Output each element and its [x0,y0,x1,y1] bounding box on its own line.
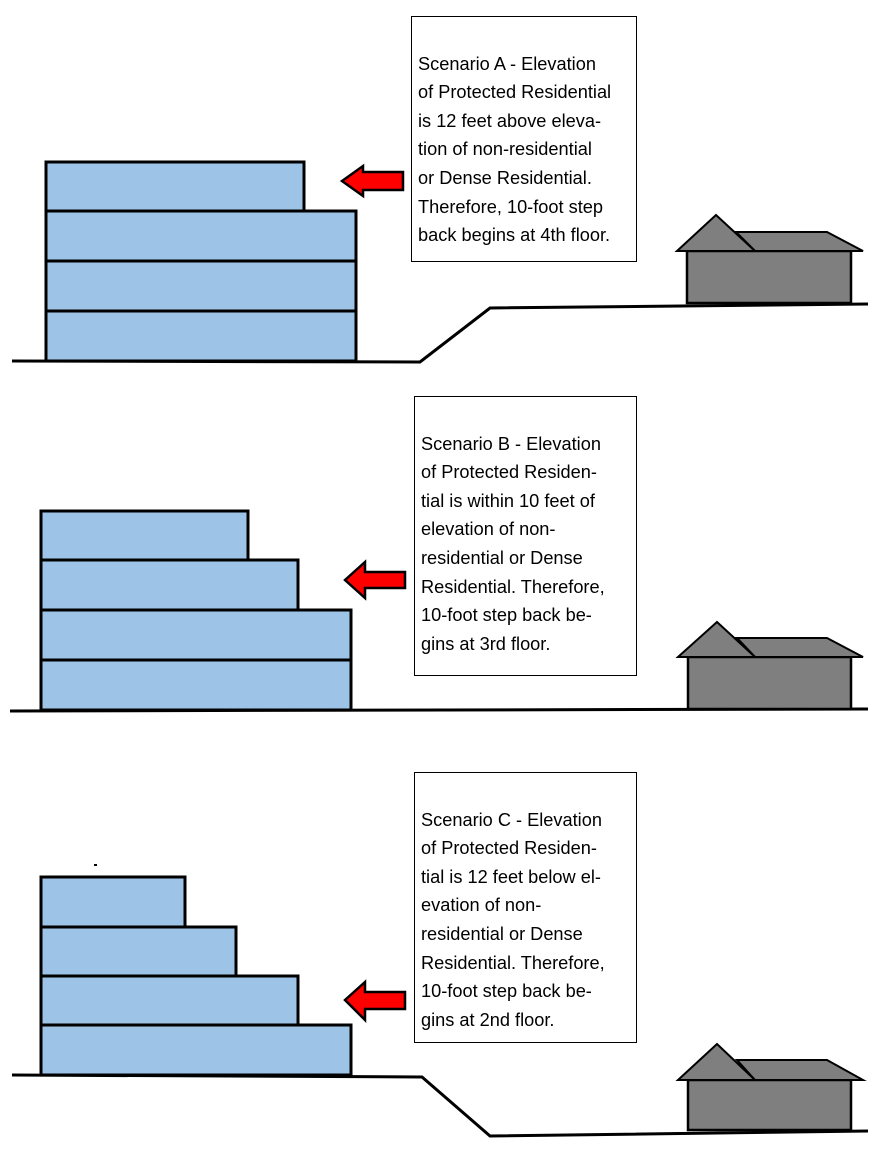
scenario-b-note: Scenario B - Elevation of Protected Resi… [414,396,637,676]
scenario-c [11,864,869,1138]
floor-3 [44,209,358,263]
house-icon [674,213,864,305]
building-icon [39,875,353,1077]
house-icon [675,620,864,711]
scenario-c-text: Scenario C - Elevation of Protected Resi… [421,809,605,1030]
building-icon [39,509,353,712]
floor-2 [39,608,353,662]
floor-1 [39,1023,353,1077]
scenario-b [9,509,869,713]
floor-2 [39,974,300,1027]
floor-4 [39,875,187,929]
left-arrow-icon [339,163,405,199]
floor-4 [44,160,306,213]
scenario-a-note: Scenario A - Elevation of Protected Resi… [411,16,637,262]
scenario-a-text: Scenario A - Elevation of Protected Resi… [418,53,612,246]
scenario-b-text: Scenario B - Elevation of Protected Resi… [421,433,605,654]
scenario-a [11,160,869,364]
floor-1 [44,309,358,363]
floor-3 [39,925,238,978]
stray-mark [94,864,97,866]
left-arrow-icon [343,979,407,1024]
floor-4 [39,509,250,562]
floor-2 [44,259,358,313]
building-icon [44,160,358,363]
scenario-c-note: Scenario C - Elevation of Protected Resi… [414,772,637,1043]
house-icon [675,1042,867,1132]
left-arrow-icon [343,559,407,601]
floor-3 [39,558,300,612]
floor-1 [39,658,353,712]
